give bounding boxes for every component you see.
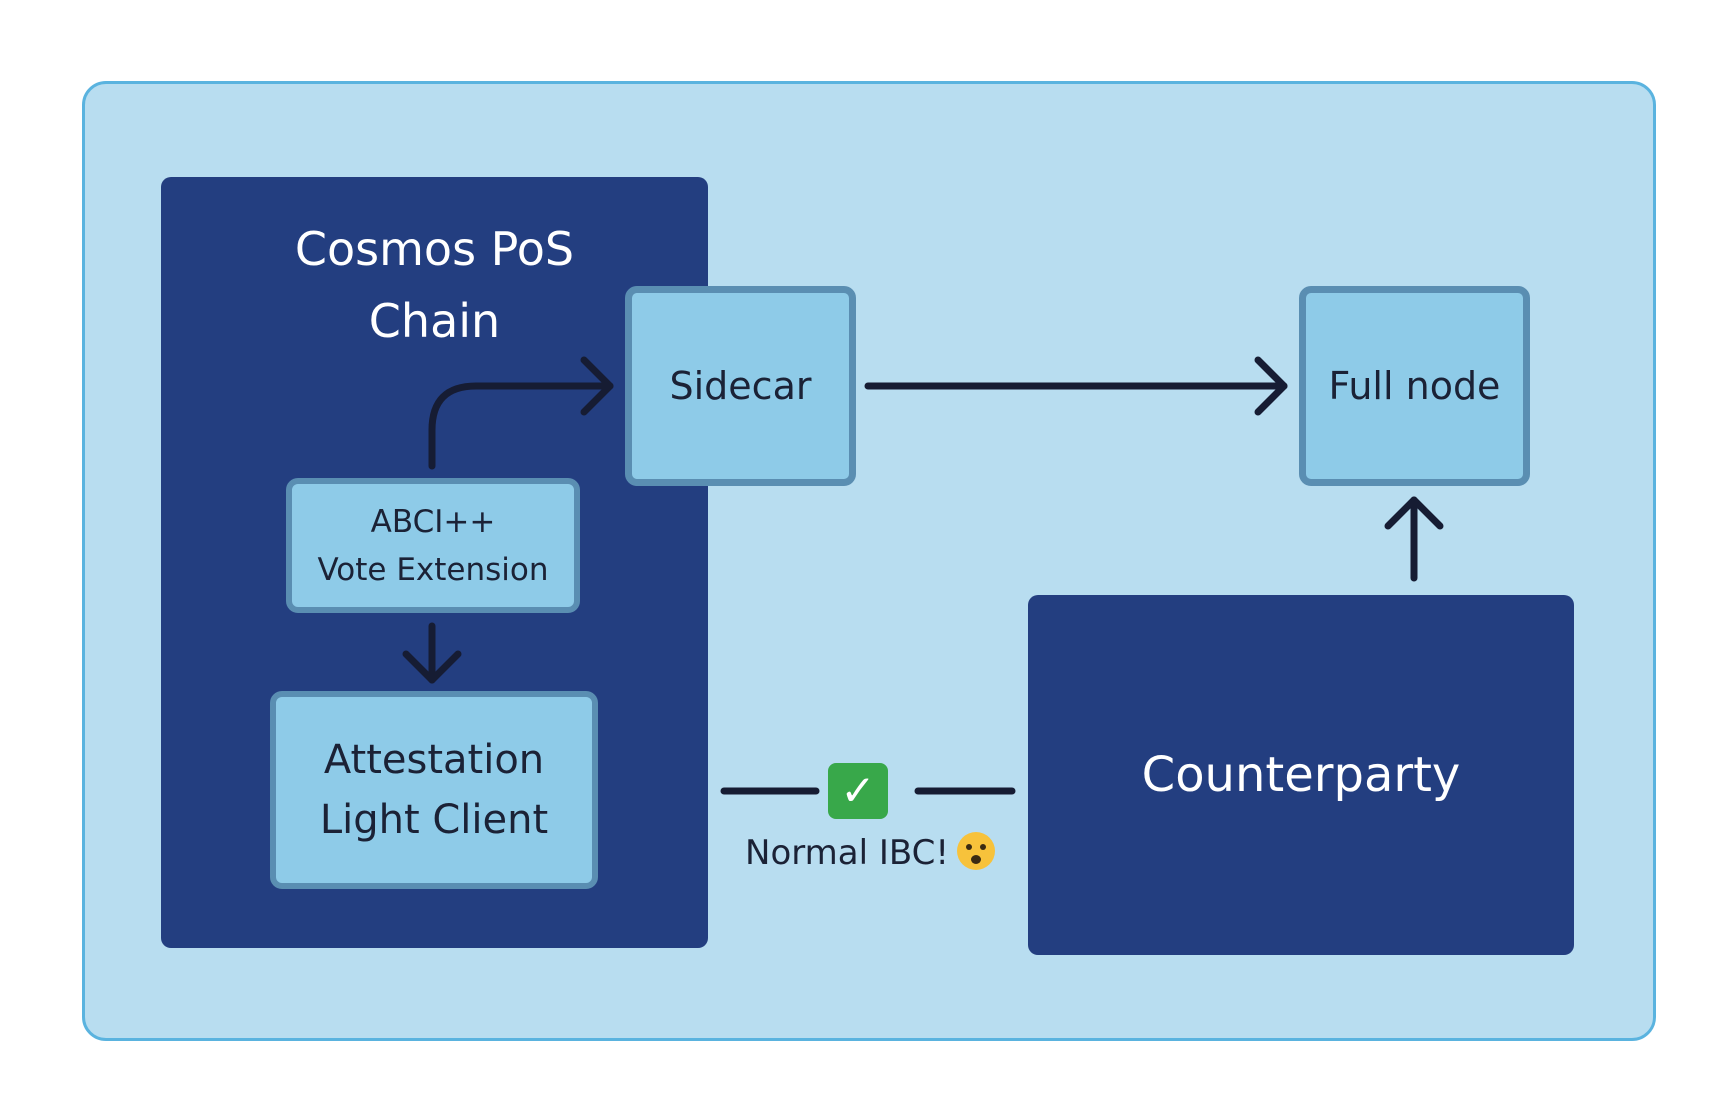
- chain-title: Cosmos PoS Chain: [161, 213, 708, 357]
- sidecar-label: Sidecar: [669, 364, 812, 408]
- vote-extension-to-light-client-arrowhead: [402, 650, 462, 684]
- exploding-head-icon: [956, 832, 995, 870]
- full-node-label: Full node: [1328, 364, 1501, 408]
- chain-title-line1: Cosmos PoS: [294, 222, 575, 276]
- full-node-box: Full node: [1299, 286, 1530, 486]
- counterparty-box: Counterparty: [1028, 595, 1574, 955]
- vote-extension-to-sidecar-arrow: [428, 382, 614, 470]
- sidecar-to-full-node-arrowhead: [1254, 356, 1288, 416]
- ibc-link-label: Normal IBC!: [720, 832, 1020, 873]
- light-client-line1: Attestation: [323, 737, 545, 783]
- vote-extension-line2: Vote Extension: [317, 551, 549, 588]
- chain-title-line2: Chain: [368, 294, 501, 348]
- vote-extension-line1: ABCI++: [370, 503, 496, 540]
- counterparty-to-full-node-arrowhead: [1384, 496, 1444, 530]
- attestation-light-client-box: Attestation Light Client: [270, 691, 598, 889]
- counterparty-label: Counterparty: [1141, 747, 1461, 803]
- ibc-link-text: Normal IBC!: [745, 833, 949, 873]
- vote-extension-to-sidecar-arrowhead: [580, 356, 614, 416]
- vote-extension-box: ABCI++ Vote Extension: [286, 478, 580, 613]
- light-client-line2: Light Client: [319, 797, 549, 843]
- check-mark-icon: ✓: [828, 763, 888, 819]
- sidecar-box: Sidecar: [625, 286, 856, 486]
